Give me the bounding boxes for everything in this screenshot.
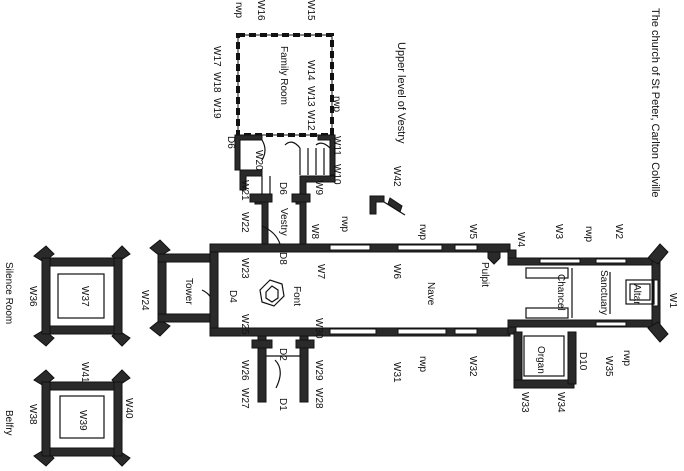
window-label-w37: W37 bbox=[79, 286, 90, 307]
window-label-w5: W5 bbox=[467, 224, 478, 239]
rwp-label-north-2: rwp bbox=[417, 224, 428, 241]
window-label-w36: W36 bbox=[27, 286, 38, 307]
rwp-label-south-2: rwp bbox=[621, 350, 632, 367]
window-label-w16: W16 bbox=[255, 0, 266, 21]
room-label-nave: Nave bbox=[425, 282, 436, 306]
window-label-w26: W26 bbox=[239, 360, 250, 381]
room-label-chancel: Chancel bbox=[555, 274, 566, 311]
door-label-d1: D1 bbox=[277, 398, 288, 411]
window-label-w29: W29 bbox=[313, 360, 324, 381]
belfry-structure bbox=[33, 369, 131, 467]
room-label-font: Font bbox=[291, 286, 302, 306]
window-label-w28: W28 bbox=[313, 388, 324, 409]
window-label-w19: W19 bbox=[211, 98, 222, 119]
upper-vestry-subtitle: Upper level of Vestry bbox=[395, 42, 407, 144]
main-church-structure bbox=[149, 193, 669, 403]
window-label-w32: W32 bbox=[467, 356, 478, 377]
plan-title: The church of St Peter, Carlton Colville bbox=[649, 8, 661, 198]
room-label-tower: Tower bbox=[183, 278, 194, 305]
window-label-w13: W13 bbox=[305, 86, 316, 107]
window-label-w4: W4 bbox=[515, 232, 526, 247]
w42-fragment bbox=[369, 195, 406, 216]
window-label-w30: W30 bbox=[313, 318, 324, 339]
room-label-sanctuary: Sanctuary bbox=[598, 270, 609, 315]
window-label-w10: W10 bbox=[331, 164, 342, 185]
window-label-w25: W25 bbox=[239, 314, 250, 335]
window-label-w14: W14 bbox=[305, 60, 316, 81]
window-label-w33: W33 bbox=[519, 392, 530, 413]
rwp-label-w16: rwp bbox=[233, 2, 244, 19]
window-label-w22: W22 bbox=[239, 212, 250, 233]
door-label-d10: D10 bbox=[577, 352, 588, 371]
window-label-w15: W15 bbox=[305, 0, 316, 21]
rwp-label-south-1: rwp bbox=[417, 356, 428, 373]
rwp-label-north-3: rwp bbox=[583, 226, 594, 243]
window-label-w2: W2 bbox=[613, 224, 624, 239]
window-label-w9: W9 bbox=[313, 180, 324, 195]
window-label-w35: W35 bbox=[603, 356, 614, 377]
window-label-w27: W27 bbox=[239, 388, 250, 409]
window-label-w38: W38 bbox=[27, 404, 38, 425]
window-label-w18: W18 bbox=[211, 72, 222, 93]
window-label-w24: W24 bbox=[139, 290, 150, 311]
door-label-d6b: D6 bbox=[277, 182, 288, 195]
room-label-vestry: Vestry bbox=[278, 208, 289, 236]
window-label-w3: W3 bbox=[553, 224, 564, 239]
window-label-w40: W40 bbox=[123, 398, 134, 419]
room-label-pulpit: Pulpit bbox=[479, 262, 490, 287]
room-label-altar: Altar bbox=[631, 284, 642, 305]
window-label-w42: W42 bbox=[391, 166, 402, 187]
door-label-d6a: D6 bbox=[225, 136, 236, 149]
window-label-w41: W41 bbox=[79, 362, 90, 383]
window-label-w20: W20 bbox=[253, 150, 264, 171]
window-label-w8: W8 bbox=[309, 224, 320, 239]
window-label-w39: W39 bbox=[77, 410, 88, 431]
window-label-w34: W34 bbox=[555, 392, 566, 413]
silence-room-structure bbox=[33, 245, 131, 347]
window-label-w17: W17 bbox=[211, 46, 222, 67]
room-label-family-room: Family Room bbox=[278, 46, 289, 105]
window-label-w1: W1 bbox=[667, 293, 678, 308]
window-label-w7: W7 bbox=[315, 264, 326, 279]
door-label-d8: D8 bbox=[277, 252, 288, 265]
window-label-w6: W6 bbox=[391, 264, 402, 279]
door-label-d2: D2 bbox=[277, 348, 288, 361]
rwp-label-north-1: rwp bbox=[339, 216, 350, 233]
window-label-w23: W23 bbox=[239, 258, 250, 279]
window-label-w21: W21 bbox=[239, 180, 250, 201]
room-label-organ: Organ bbox=[535, 346, 546, 374]
rwp-label-family-room: rwp bbox=[331, 96, 342, 113]
window-label-w11: W11 bbox=[331, 136, 342, 156]
window-label-w12: W12 bbox=[305, 110, 316, 131]
room-label-silence-room: Silence Room bbox=[3, 262, 14, 324]
door-label-d4: D4 bbox=[227, 290, 238, 303]
room-label-belfry: Belfry bbox=[3, 410, 14, 436]
window-label-w31: W31 bbox=[391, 362, 402, 383]
